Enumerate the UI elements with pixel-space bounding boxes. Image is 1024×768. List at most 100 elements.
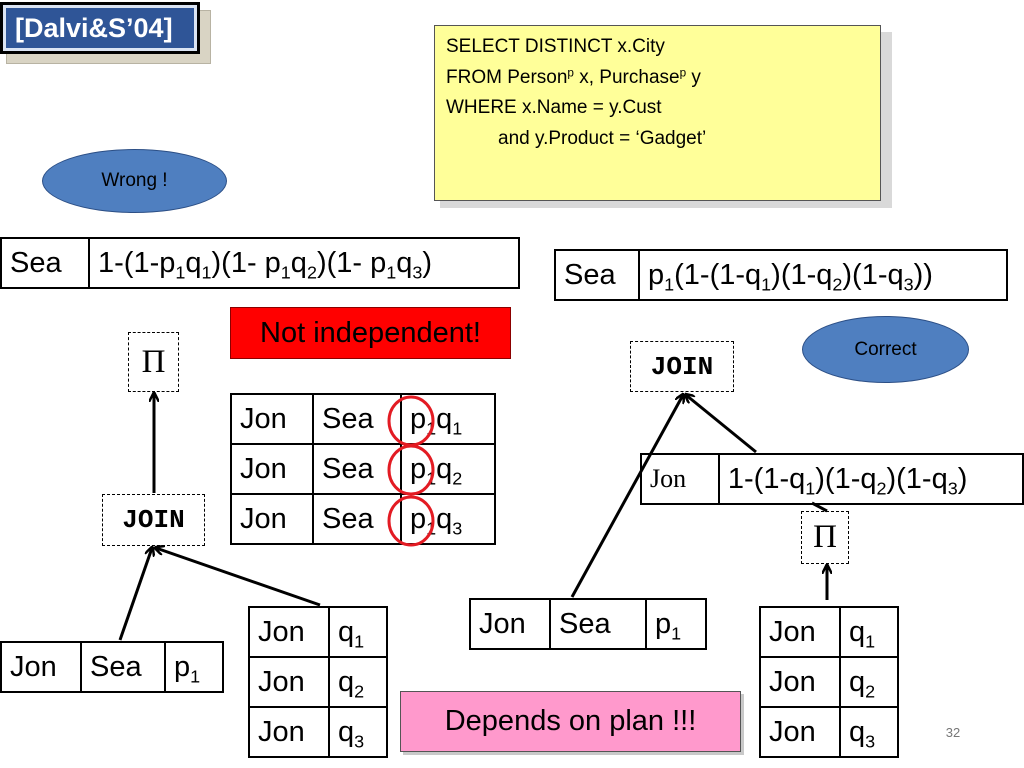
- q-var: q: [849, 715, 866, 748]
- q-var: q: [338, 715, 355, 748]
- cell-name: Jon: [230, 493, 314, 545]
- cell-prob: q2: [839, 656, 899, 708]
- not-independent-label: Not independent!: [230, 307, 511, 359]
- q-sub: 2: [452, 467, 463, 488]
- q-var: q: [436, 452, 453, 485]
- depends-on-plan-label: Depends on plan !!!: [400, 691, 741, 752]
- p-var: p: [410, 402, 427, 435]
- q-var: q: [338, 665, 355, 698]
- cell-name: Jon: [248, 656, 330, 708]
- formula-subscript: 2: [306, 261, 317, 282]
- formula-text: )(1-q: [842, 258, 904, 291]
- q-sub: 1: [865, 630, 876, 651]
- formula-text: )(1-q: [886, 462, 948, 495]
- formula-subscript: 2: [876, 477, 887, 498]
- cell-prob: q1: [328, 606, 388, 658]
- p-var: p: [410, 452, 427, 485]
- q-sub: 2: [354, 680, 365, 701]
- sql-line-and: and y.Product = ‘Gadget’: [498, 127, 707, 149]
- sql-query-box: SELECT DISTINCT x.City FROM Personp x, P…: [434, 25, 881, 201]
- left-result-formula: 1-(1-p1q1)(1- p1q2)(1- p1q3): [88, 237, 520, 289]
- p-var: p: [410, 502, 427, 535]
- person-left-city: Sea: [80, 641, 166, 693]
- formula-subscript: 1: [664, 273, 675, 294]
- page-number: 32: [945, 725, 961, 740]
- formula-text: (1-(1-q: [674, 258, 762, 291]
- person-left-name: Jon: [0, 641, 82, 693]
- person-right-city: Sea: [549, 598, 647, 650]
- red-circle-p1-row1: [387, 395, 435, 447]
- q-sub: 1: [354, 630, 365, 651]
- cell-city: Sea: [312, 393, 402, 445]
- person-table-right: Jon Sea p1: [469, 598, 707, 650]
- q-sub: 3: [452, 517, 463, 538]
- q-var: q: [436, 402, 453, 435]
- formula-text: 1-(1-q: [727, 462, 806, 495]
- red-circle-p1-row3: [387, 495, 435, 547]
- cell-prob: q3: [328, 706, 388, 758]
- right-result-city: Sea: [554, 249, 640, 301]
- person-right-prob: p1: [645, 598, 707, 650]
- formula-text: )(1- p: [316, 246, 387, 279]
- q-sub: 2: [865, 680, 876, 701]
- formula-text: q: [185, 246, 202, 279]
- formula-text: ): [422, 246, 433, 279]
- formula-subscript: 1: [175, 261, 186, 282]
- formula-subscript: 1: [761, 273, 772, 294]
- left-result-table: Sea 1-(1-p1q1)(1- p1q2)(1- p1q3): [0, 237, 520, 289]
- q-var: q: [849, 615, 866, 648]
- arrow-purchase-to-join-left: [156, 548, 321, 607]
- cell-prob: p1q1: [400, 393, 496, 445]
- formula-subscript: 1: [386, 261, 397, 282]
- formula-text: )): [913, 258, 933, 291]
- cell-prob: q1: [839, 606, 899, 658]
- connector-project-to-table-right: [811, 501, 828, 513]
- cell-city: Sea: [312, 493, 402, 545]
- formula-subscript: 2: [832, 273, 843, 294]
- formula-text: )(1-q: [815, 462, 877, 495]
- cell-name: Jon: [759, 706, 841, 758]
- cell-prob: q3: [839, 706, 899, 758]
- q-var: q: [338, 615, 355, 648]
- cell-name: Jon: [230, 393, 314, 445]
- cell-name: Jon: [759, 606, 841, 658]
- arrow-project-to-join-right: [686, 395, 757, 454]
- formula-text: p: [648, 258, 665, 291]
- q-var: q: [436, 502, 453, 535]
- sql-line-select: SELECT DISTINCT x.City: [446, 36, 665, 57]
- right-result-table: Sea p1(1-(1-q1)(1-q2)(1-q3)): [554, 249, 1008, 301]
- formula-text: q: [290, 246, 307, 279]
- right-result-formula: p1(1-(1-q1)(1-q2)(1-q3)): [638, 249, 1008, 301]
- arrow-person-to-join-left: [118, 548, 152, 641]
- formula-subscript: 3: [947, 477, 958, 498]
- citation-tag: [Dalvi&S’04]: [0, 2, 200, 54]
- projected-right-name: Jon: [640, 453, 720, 505]
- left-project-operator: Π: [128, 332, 179, 392]
- right-project-operator: Π: [801, 511, 849, 564]
- person-right-name: Jon: [469, 598, 551, 650]
- projected-right-table: Jon 1-(1-q1)(1-q2)(1-q3): [640, 453, 1024, 505]
- right-join-operator: JOIN: [630, 341, 734, 392]
- left-join-operator: JOIN: [102, 494, 205, 546]
- cell-name: Jon: [248, 606, 330, 658]
- formula-text: )(1- p: [211, 246, 281, 279]
- formula-subscript: 1: [201, 261, 212, 282]
- cell-name: Jon: [248, 706, 330, 758]
- cell-name: Jon: [230, 443, 314, 495]
- q-sub: 3: [865, 730, 876, 751]
- cell-prob: p1q3: [400, 493, 496, 545]
- cell-prob: q2: [328, 656, 388, 708]
- sql-line-where: WHERE x.Name = y.Cust: [446, 97, 662, 118]
- cell-city: Sea: [312, 443, 402, 495]
- person-left-prob: p1: [164, 641, 224, 693]
